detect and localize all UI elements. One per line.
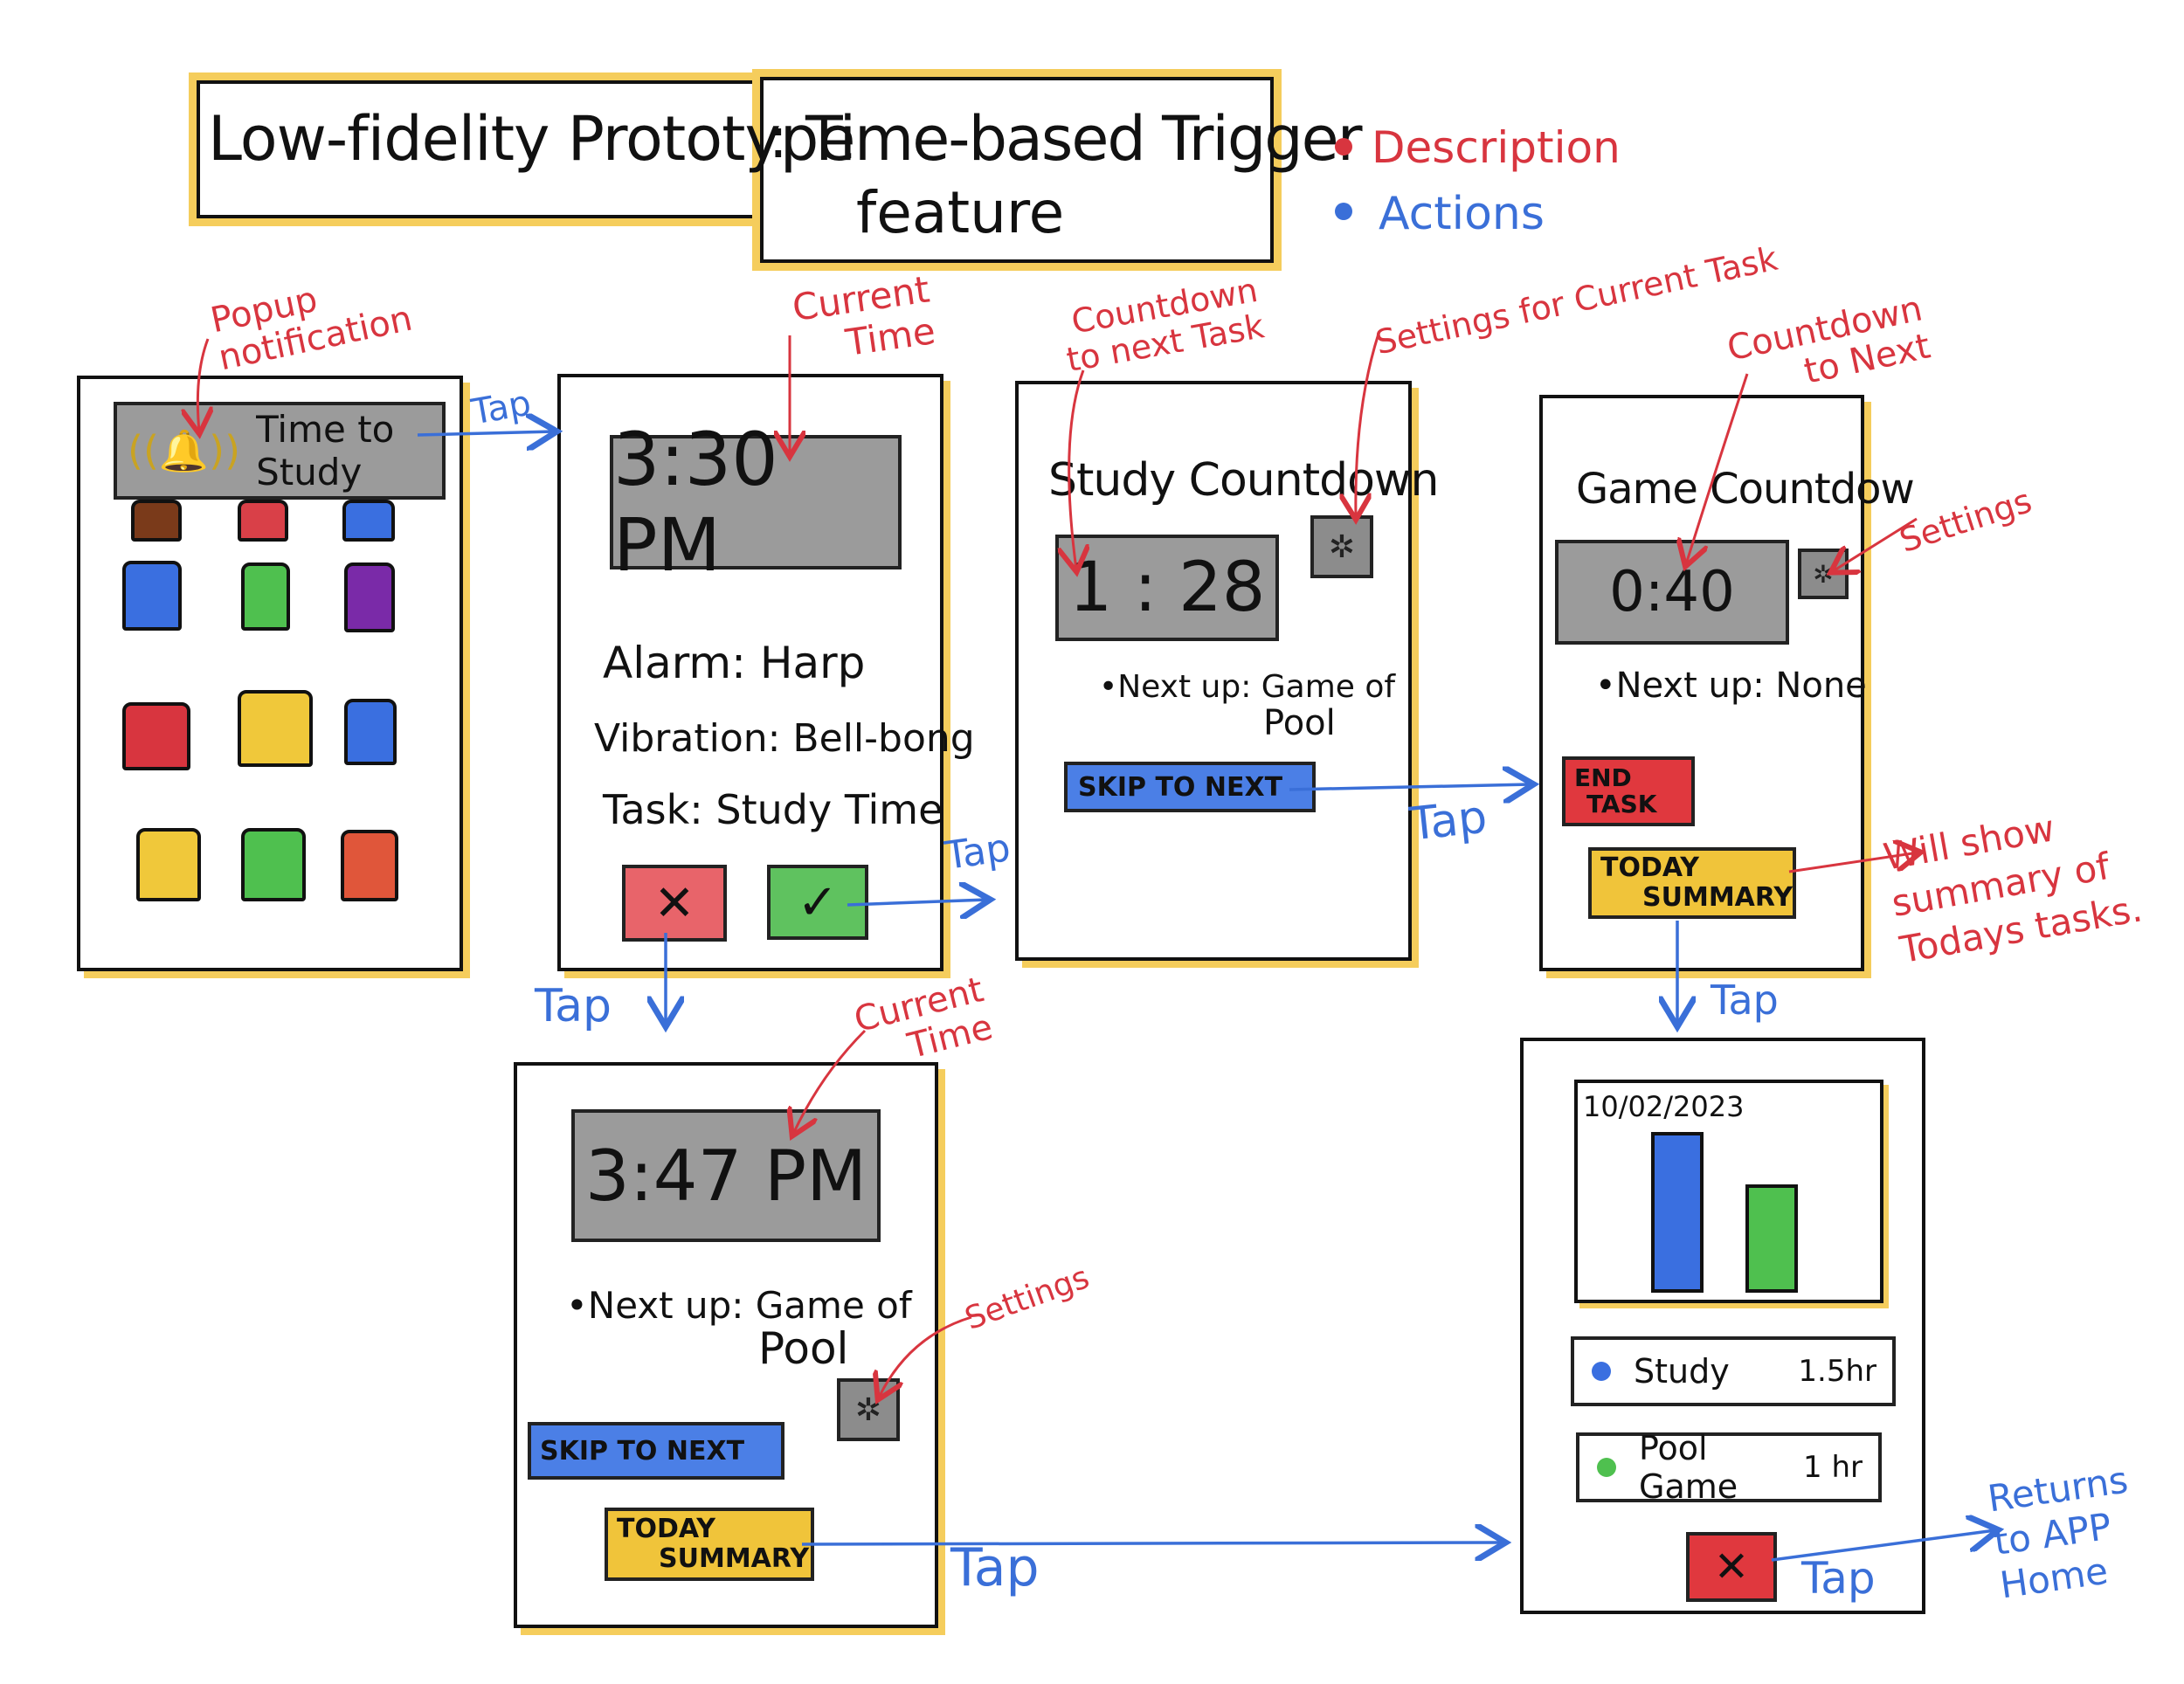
app-icon[interactable] <box>241 562 290 631</box>
next-up-label: •Next up: Game of <box>1099 669 1396 705</box>
action-tap-summary-2: Tap <box>950 1537 1040 1598</box>
bell-icon: ((🔔)) <box>128 426 241 474</box>
app-icon[interactable] <box>342 500 395 542</box>
title-right-line1: Time-based Trigger <box>805 103 1363 175</box>
action-tap-reject: Tap <box>535 980 612 1032</box>
app-icon[interactable] <box>238 690 313 767</box>
annotation-will-show-summary: Will show summary of Todays tasks. <box>1880 806 2146 972</box>
popup-notification[interactable]: ((🔔)) Time to Study <box>114 402 446 500</box>
title-separator: : <box>769 107 788 171</box>
accept-button[interactable]: ✓ <box>767 865 868 940</box>
popup-notification-text: Time to Study <box>256 408 395 493</box>
today-summary-label-3: TODAY <box>617 1514 715 1544</box>
current-time-display: 3:30 PM <box>610 417 902 588</box>
legend-dot <box>1597 1458 1616 1477</box>
next-up-label-2: Pool <box>1263 703 1336 743</box>
study-countdown-title: Study Countdown <box>1048 454 1439 507</box>
annotation-settings: Settings <box>1895 480 2036 561</box>
study-countdown-display: 1 : 28 <box>1055 535 1279 641</box>
annotation-countdown-next-task: Countdown to next Task <box>1063 270 1268 380</box>
action-tap-popup: Tap <box>468 383 535 433</box>
annotation-returns-home: Returns to APP Home <box>1985 1458 2131 1607</box>
annotation-settings-2: Settings <box>960 1259 1095 1338</box>
action-tap-summary: Tap <box>1711 977 1779 1024</box>
app-icon[interactable] <box>131 500 182 542</box>
end-task-button[interactable]: END TASK <box>1562 756 1695 826</box>
app-icon[interactable] <box>341 830 398 901</box>
title-box-left <box>197 80 771 218</box>
settings-gear-icon-2[interactable]: ✲ <box>1798 549 1849 599</box>
game-countdown-title: Game Countdow <box>1576 465 1915 514</box>
action-tap-accept: Tap <box>942 825 1013 879</box>
legend-description-dot <box>1335 138 1352 155</box>
title-left: Low-fidelity Prototype <box>208 103 855 175</box>
app-icon[interactable] <box>238 500 288 542</box>
annotation-current-time-2: Current Time <box>850 970 997 1067</box>
current-time-display-2: 3:47 PM <box>571 1109 881 1242</box>
alarm-setting: Alarm: Harp <box>603 638 866 688</box>
today-summary-label-2: SUMMARY <box>1642 882 1794 913</box>
summary-row: Study 1.5hr <box>1571 1336 1896 1406</box>
legend-actions-dot <box>1335 203 1352 220</box>
today-summary-button[interactable]: TODAY SUMMARY <box>1588 847 1796 919</box>
skip-to-next-button[interactable]: SKIP TO NEXT <box>1064 762 1316 812</box>
action-tap-skip: Tap <box>1407 790 1489 852</box>
reject-button[interactable]: ✕ <box>622 865 727 942</box>
next-up-label-4: Pool <box>758 1323 849 1374</box>
summary-row-value: 1.5hr <box>1798 1354 1876 1389</box>
settings-gear-icon-3[interactable]: ✲ <box>837 1378 900 1441</box>
legend-dot <box>1592 1362 1611 1381</box>
legend-actions-label: Actions <box>1379 188 1545 240</box>
app-icon[interactable] <box>122 702 190 770</box>
next-up-none-label: •Next up: None <box>1595 666 1867 706</box>
summary-row-value: 1 hr <box>1803 1450 1863 1485</box>
summary-row-label: Study <box>1634 1352 1730 1391</box>
task-setting: Task: Study Time <box>603 786 943 833</box>
skip-to-next-button-2[interactable]: SKIP TO NEXT <box>528 1422 784 1480</box>
summary-date: 10/02/2023 <box>1583 1090 1745 1123</box>
summary-row-label: Pool Game <box>1639 1429 1738 1506</box>
close-summary-button[interactable]: ✕ <box>1686 1532 1777 1602</box>
today-summary-label-1: TODAY <box>1600 852 1699 883</box>
next-up-label-3: •Next up: Game of <box>566 1284 912 1327</box>
app-icon[interactable] <box>136 828 201 901</box>
app-icon[interactable] <box>344 562 395 632</box>
game-countdown-display: 0:40 <box>1555 540 1789 645</box>
annotation-popup: Popup notification <box>207 279 416 379</box>
title-right-line2: feature <box>856 179 1065 246</box>
end-task-label-2: TASK <box>1586 790 1657 818</box>
vibration-setting: Vibration: Bell-bong <box>594 716 975 761</box>
end-task-label-1: END <box>1574 763 1632 792</box>
annotation-settings-current-task: Settings for Current Task <box>1372 238 1781 362</box>
legend-description-label: Description <box>1372 122 1621 173</box>
app-icon[interactable] <box>241 828 306 901</box>
title-box-right <box>760 77 1274 263</box>
today-summary-label-4: SUMMARY <box>659 1543 810 1574</box>
action-tap-close: Tap <box>1801 1553 1876 1604</box>
summary-row: Pool Game 1 hr <box>1576 1429 1882 1506</box>
today-summary-button-2[interactable]: TODAY SUMMARY <box>605 1508 814 1581</box>
annotation-current-time: Current Time <box>789 267 938 364</box>
app-icon[interactable] <box>344 699 397 765</box>
settings-gear-icon[interactable]: ✲ <box>1310 515 1373 578</box>
summary-chart-frame <box>1574 1080 1883 1303</box>
annotation-countdown-next: Countdown to Next <box>1724 288 1934 392</box>
app-icon[interactable] <box>122 561 182 631</box>
